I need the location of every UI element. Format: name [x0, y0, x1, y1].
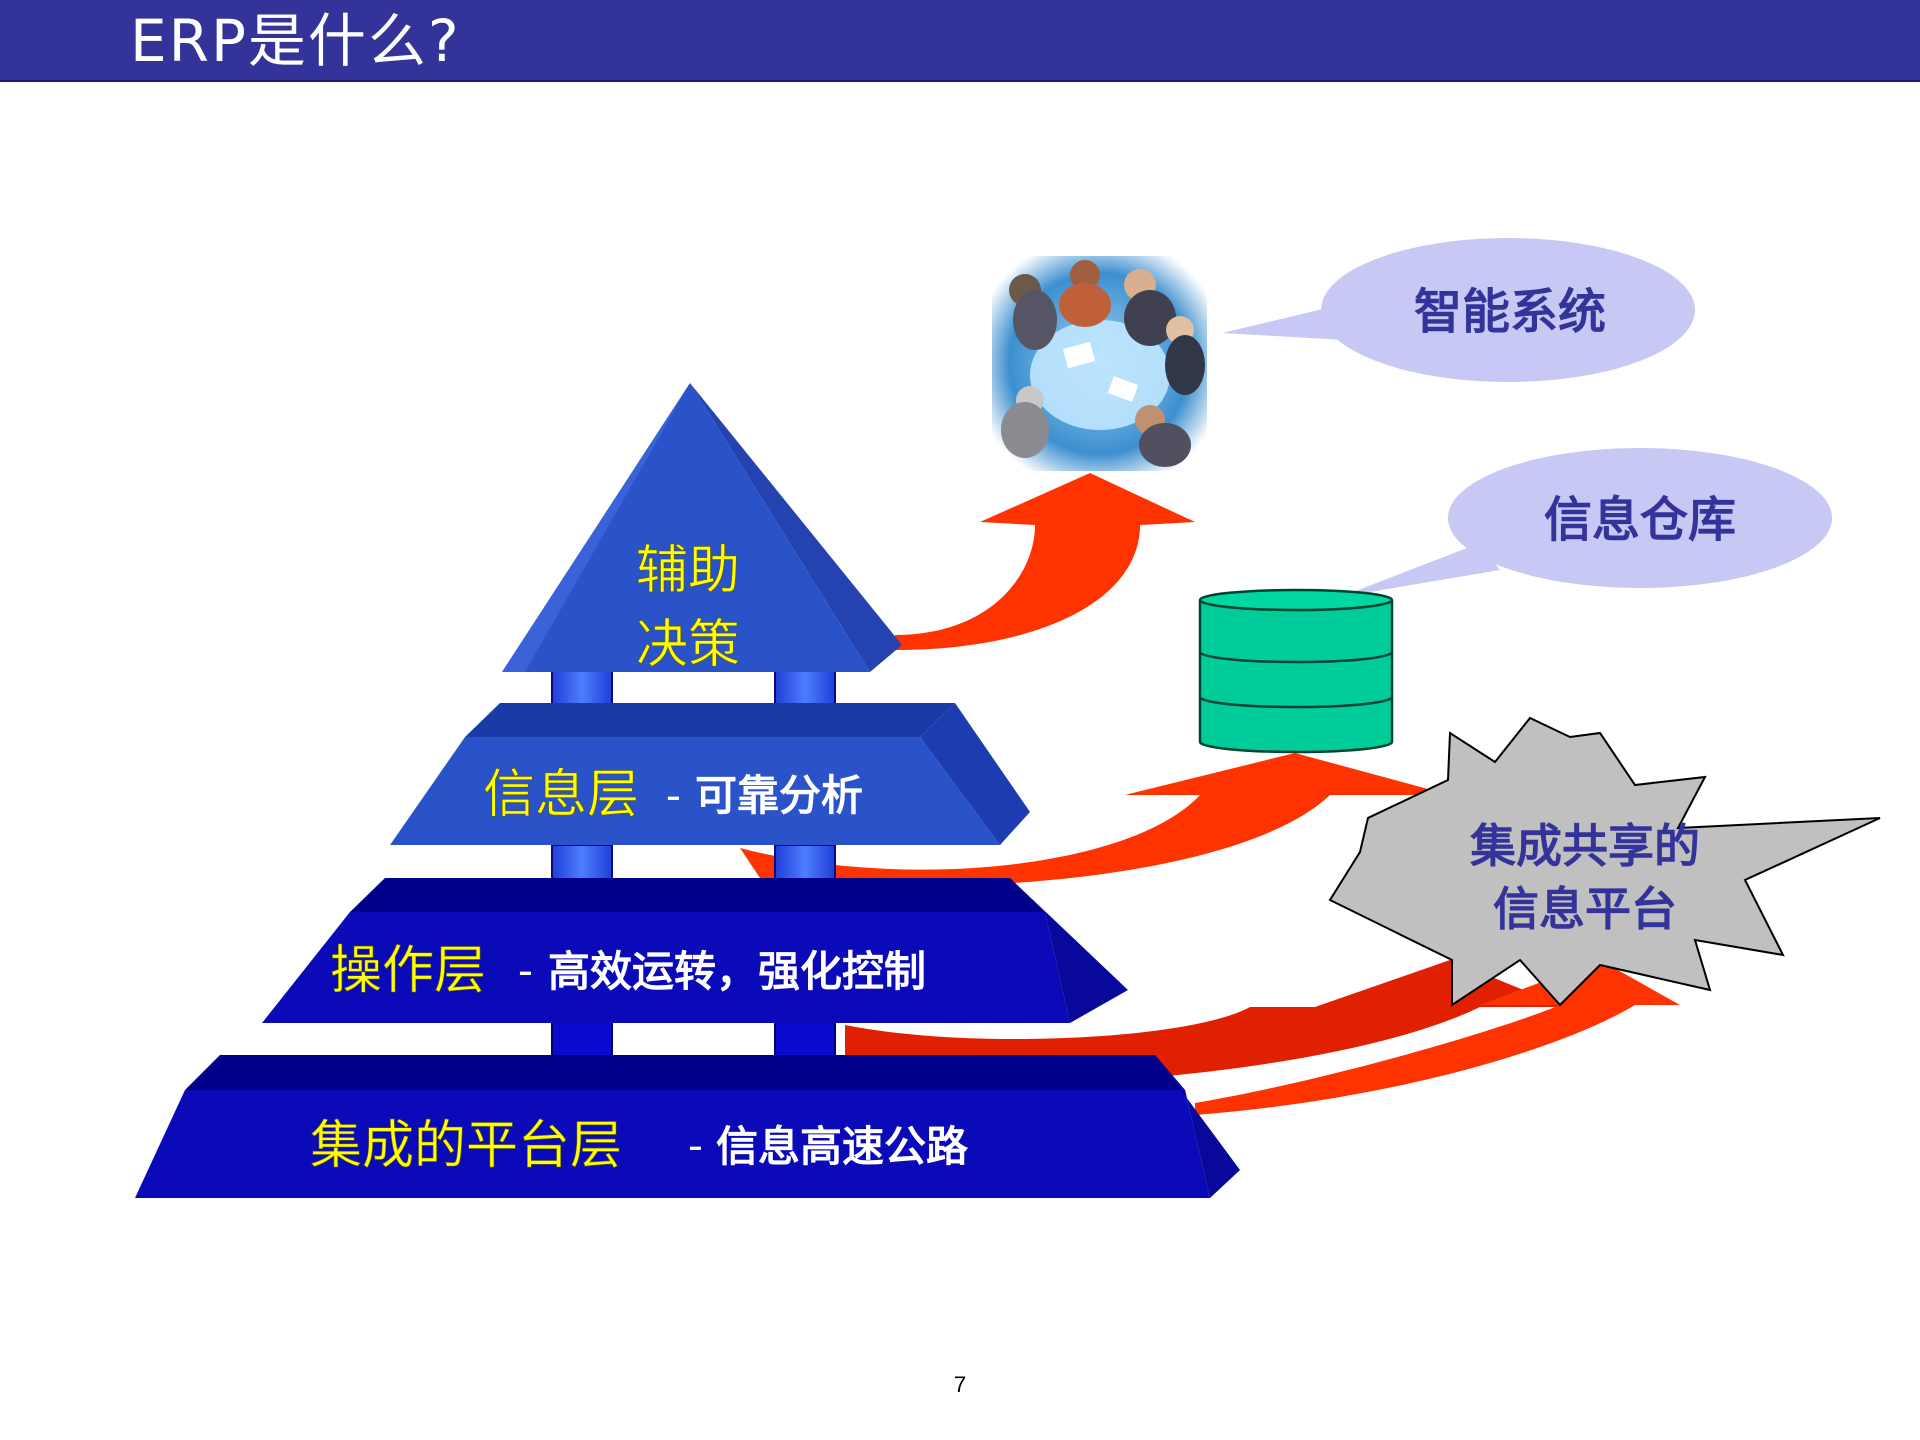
page-number: 7: [953, 1372, 967, 1397]
callout-intelligent-system: [1222, 238, 1695, 382]
layer-platform-title: 集成的平台层: [310, 1116, 622, 1176]
arrow-to-data-warehouse: [740, 753, 1450, 887]
platform-callout-line1: 集成共享的: [1469, 819, 1700, 873]
layer-operation-desc: 高效运转，强化控制: [548, 947, 926, 996]
callout-data-warehouse: [1340, 448, 1832, 597]
arrow-to-intelligent-system: [895, 473, 1195, 650]
layer-platform-desc: 信息高速公路: [716, 1122, 969, 1171]
layer-operation-title: 操作层: [330, 941, 486, 1001]
starburst-shape: [1328, 716, 1881, 1007]
layer-info-desc: 可靠分析: [695, 771, 863, 820]
pyramid-layer-info: [390, 703, 1030, 845]
callout-intelligent-system-label: 智能系统: [1414, 284, 1606, 340]
meeting-photo: [992, 256, 1207, 471]
database-icon: [1198, 588, 1394, 754]
callout-data-warehouse-label: 信息仓库: [1544, 492, 1736, 548]
pyramid-layer-platform: [135, 1055, 1240, 1198]
layer-info-sep: -: [666, 770, 681, 821]
apex-label-line1: 辅助: [636, 541, 740, 601]
pyramid-layer-operation: [262, 878, 1128, 1023]
slide-title: ERP是什么?: [130, 7, 461, 75]
layer-info-title: 信息层: [483, 765, 639, 825]
platform-callout-line2: 信息平台: [1493, 882, 1677, 936]
title-bar: ERP是什么?: [0, 0, 1920, 82]
layer-platform-sep: -: [688, 1120, 703, 1171]
pyramid-apex: [502, 383, 902, 672]
layer-operation-sep: -: [518, 945, 533, 996]
apex-label-line2: 决策: [636, 615, 740, 675]
